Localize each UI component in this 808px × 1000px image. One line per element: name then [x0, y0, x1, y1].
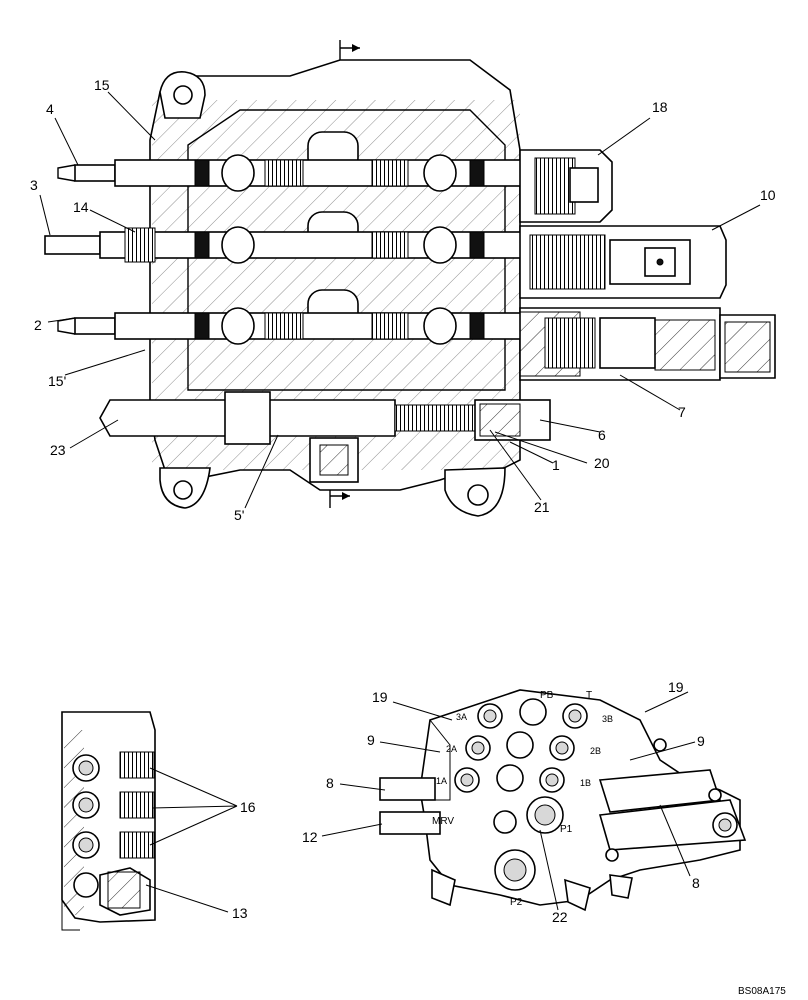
callout-2: 2	[34, 317, 42, 333]
callout-22: 22	[552, 909, 568, 925]
port-label-pb: PB	[540, 690, 554, 701]
section-view: 15 4 3 14 2 15' 23 5' 21 20 1 6 7 10 18	[30, 40, 776, 523]
callout-15-top: 15	[94, 77, 110, 93]
callout-9-left: 9	[367, 732, 375, 748]
callout-16: 16	[240, 799, 256, 815]
callout-3: 3	[30, 177, 38, 193]
side-view: 16 13	[61, 711, 256, 931]
callout-5: 5'	[234, 507, 244, 523]
port-label-3b: 3B	[602, 714, 613, 724]
callout-4: 4	[46, 101, 54, 117]
callout-1: 1	[552, 457, 560, 473]
callout-20: 20	[594, 455, 610, 471]
callout-15-bottom: 15'	[48, 373, 66, 389]
port-label-2b: 2B	[590, 746, 601, 756]
actuator-7	[519, 307, 776, 381]
port-label-t: T	[586, 690, 592, 701]
callout-9-right: 9	[697, 733, 705, 749]
callout-7: 7	[678, 404, 686, 420]
isometric-view: PB T 3A 3B 2A 2B 1A 1B MRV P1 P2 19 19 9…	[302, 679, 747, 925]
port-label-mrv: MRV	[432, 816, 454, 827]
relief-valve	[99, 391, 551, 445]
port-label-p2: P2	[510, 897, 523, 908]
callout-14: 14	[73, 199, 89, 215]
port-label-1a: 1A	[436, 776, 447, 786]
spool-1	[57, 154, 556, 192]
iso-ports	[454, 698, 588, 891]
port-label-3a: 3A	[456, 712, 467, 722]
spool-3	[57, 307, 556, 345]
actuator-10	[519, 225, 727, 299]
callout-19-right: 19	[668, 679, 684, 695]
callout-10: 10	[760, 187, 776, 203]
callout-13: 13	[232, 905, 248, 921]
port-label-2a: 2A	[446, 744, 457, 754]
drawing-code: BS08A175	[738, 986, 786, 997]
callout-12: 12	[302, 829, 318, 845]
spring-cap-18	[519, 149, 613, 223]
callout-23: 23	[50, 442, 66, 458]
callout-19-left: 19	[372, 689, 388, 705]
callout-6: 6	[598, 427, 606, 443]
spool-2	[44, 226, 561, 264]
callout-8-left: 8	[326, 775, 334, 791]
port-label-p1: P1	[560, 824, 573, 835]
callout-21: 21	[534, 499, 550, 515]
iso-housing	[419, 689, 741, 906]
callout-18: 18	[652, 99, 668, 115]
callout-8-right: 8	[692, 875, 700, 891]
port-label-1b: 1B	[580, 778, 591, 788]
